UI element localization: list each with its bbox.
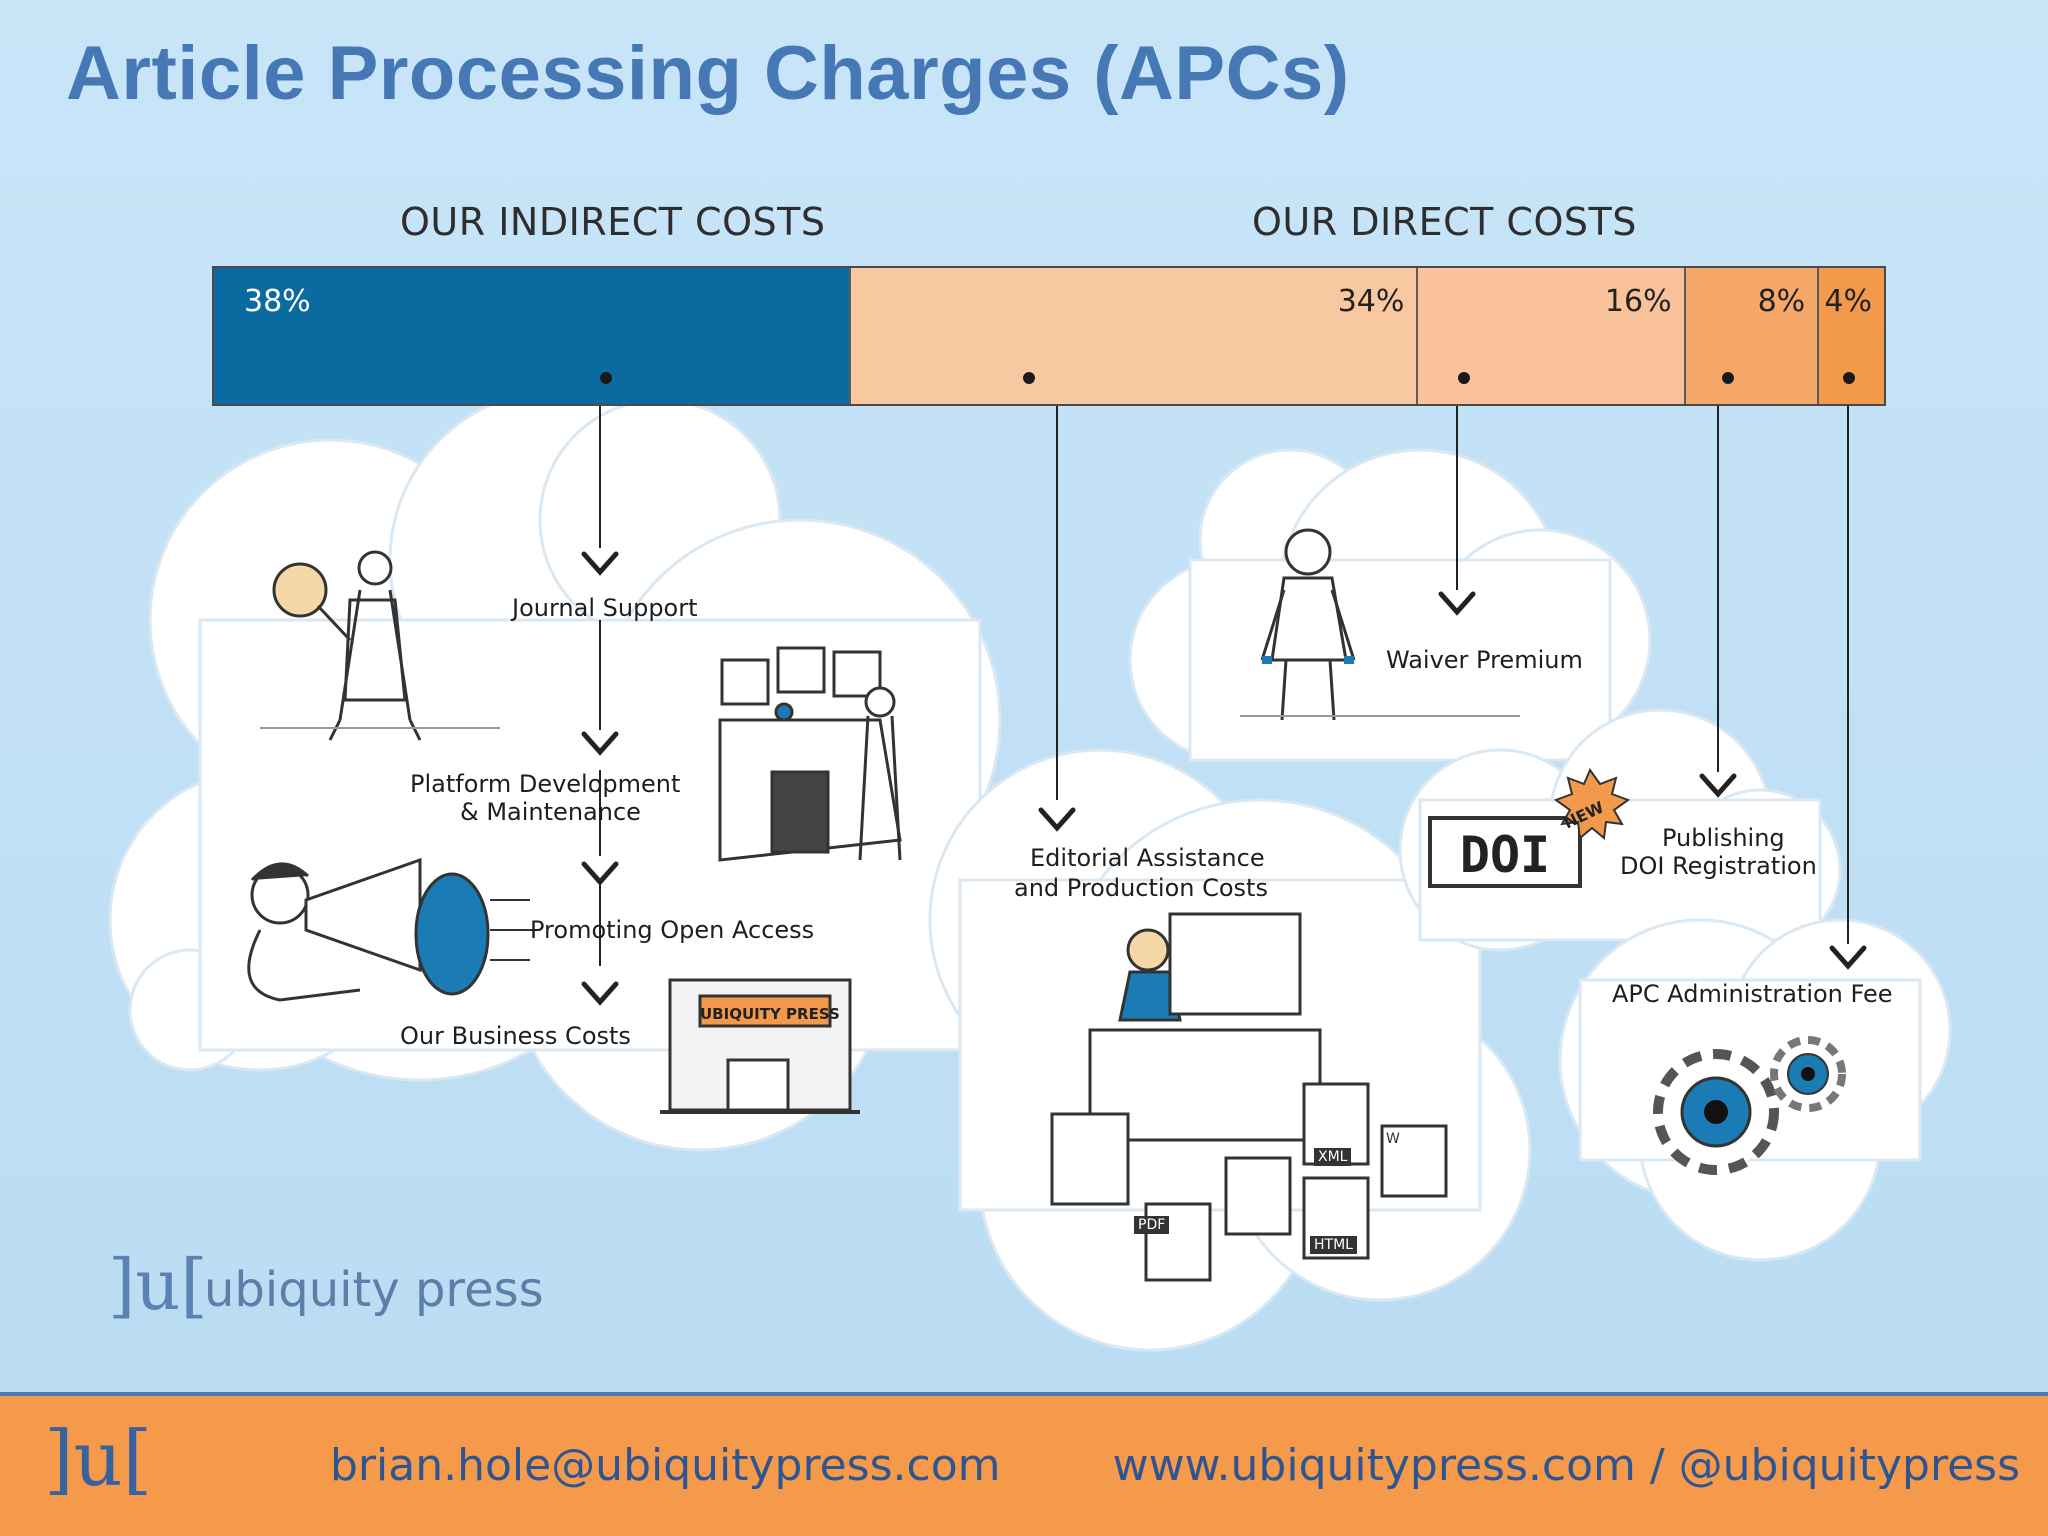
cloud-waiver (1128, 448, 1652, 762)
cost-bar: 38% 34% 16% 8% 4% (212, 266, 1886, 406)
building-sign-text: UBIQUITY PRESS (700, 1005, 840, 1023)
bar-segment-label-3: 8% (1757, 284, 1806, 319)
file-xml-text: XML (1314, 1148, 1352, 1166)
label-production-costs: and Production Costs (1014, 874, 1268, 902)
file-pdf-text: PDF (1134, 1216, 1170, 1234)
bar-segment-2: 16% (1416, 268, 1684, 404)
label-business-costs: Our Business Costs (400, 1022, 631, 1050)
page-title: Article Processing Charges (APCs) (66, 31, 1350, 116)
gears-illustration (1653, 1036, 1846, 1175)
bar-segment-0: 38% (214, 268, 849, 404)
connector-lines (599, 378, 1849, 966)
footer-website-link[interactable]: www.ubiquitypress.com / @ubiquitypress (1112, 1440, 2020, 1491)
doi-badge-illustration: DOI NEW (1428, 767, 1631, 888)
bar-segment-dot-0 (600, 372, 612, 384)
bar-segment-dot-1 (1022, 372, 1035, 384)
bar-segment-label-1: 34% (1337, 284, 1405, 319)
building-illustration (660, 978, 860, 1114)
bar-segment-1: 34% (848, 268, 1417, 404)
bar-segment-dot-4 (1843, 372, 1856, 384)
bar-segment-4: 4% (1817, 268, 1884, 404)
bar-segment-label-2: 16% (1604, 284, 1672, 319)
file-html-text: HTML (1310, 1236, 1357, 1254)
label-platform-development: Platform Development (410, 770, 681, 798)
label-editorial-assistance: Editorial Assistance (1030, 844, 1265, 872)
bar-segment-dot-2 (1458, 372, 1471, 384)
footer-bar: ]u[ brian.hole@ubiquitypress.com www.ubi… (0, 1392, 2048, 1536)
bar-segment-label-0: 38% (244, 284, 311, 319)
label-apc-admin-fee: APC Administration Fee (1612, 980, 1893, 1008)
bar-segment-3: 8% (1683, 268, 1818, 404)
waiver-man-illustration (1240, 528, 1520, 721)
label-platform-maintenance: & Maintenance (460, 798, 641, 826)
megaphone-man-illustration (247, 857, 540, 1002)
doi-text: DOI (1460, 826, 1550, 884)
label-doi-registration: DOI Registration (1620, 852, 1817, 880)
file-word-text: W (1386, 1131, 1400, 1147)
label-publishing: Publishing (1662, 824, 1785, 852)
footer-logo: ]u[ (44, 1414, 153, 1503)
footer-email-link[interactable]: brian.hole@ubiquitypress.com (330, 1440, 1001, 1491)
logo-name: ubiquity press (204, 1262, 544, 1318)
label-journal-support: Journal Support (512, 594, 698, 622)
indirect-costs-heading: OUR INDIRECT COSTS (400, 200, 826, 244)
bar-segment-label-4: 4% (1824, 284, 1872, 319)
diagram-illustration: DOI NEW (108, 378, 1952, 1352)
bar-segment-dot-3 (1721, 372, 1734, 384)
label-waiver-premium: Waiver Premium (1386, 646, 1583, 674)
label-promoting-open-access: Promoting Open Access (530, 916, 815, 944)
scientist-illustration (260, 550, 500, 741)
arrowheads (581, 551, 1867, 1006)
logo-mark: ]u[ (108, 1244, 208, 1326)
control-desk-illustration (718, 646, 902, 862)
direct-costs-heading: OUR DIRECT COSTS (1252, 200, 1637, 244)
